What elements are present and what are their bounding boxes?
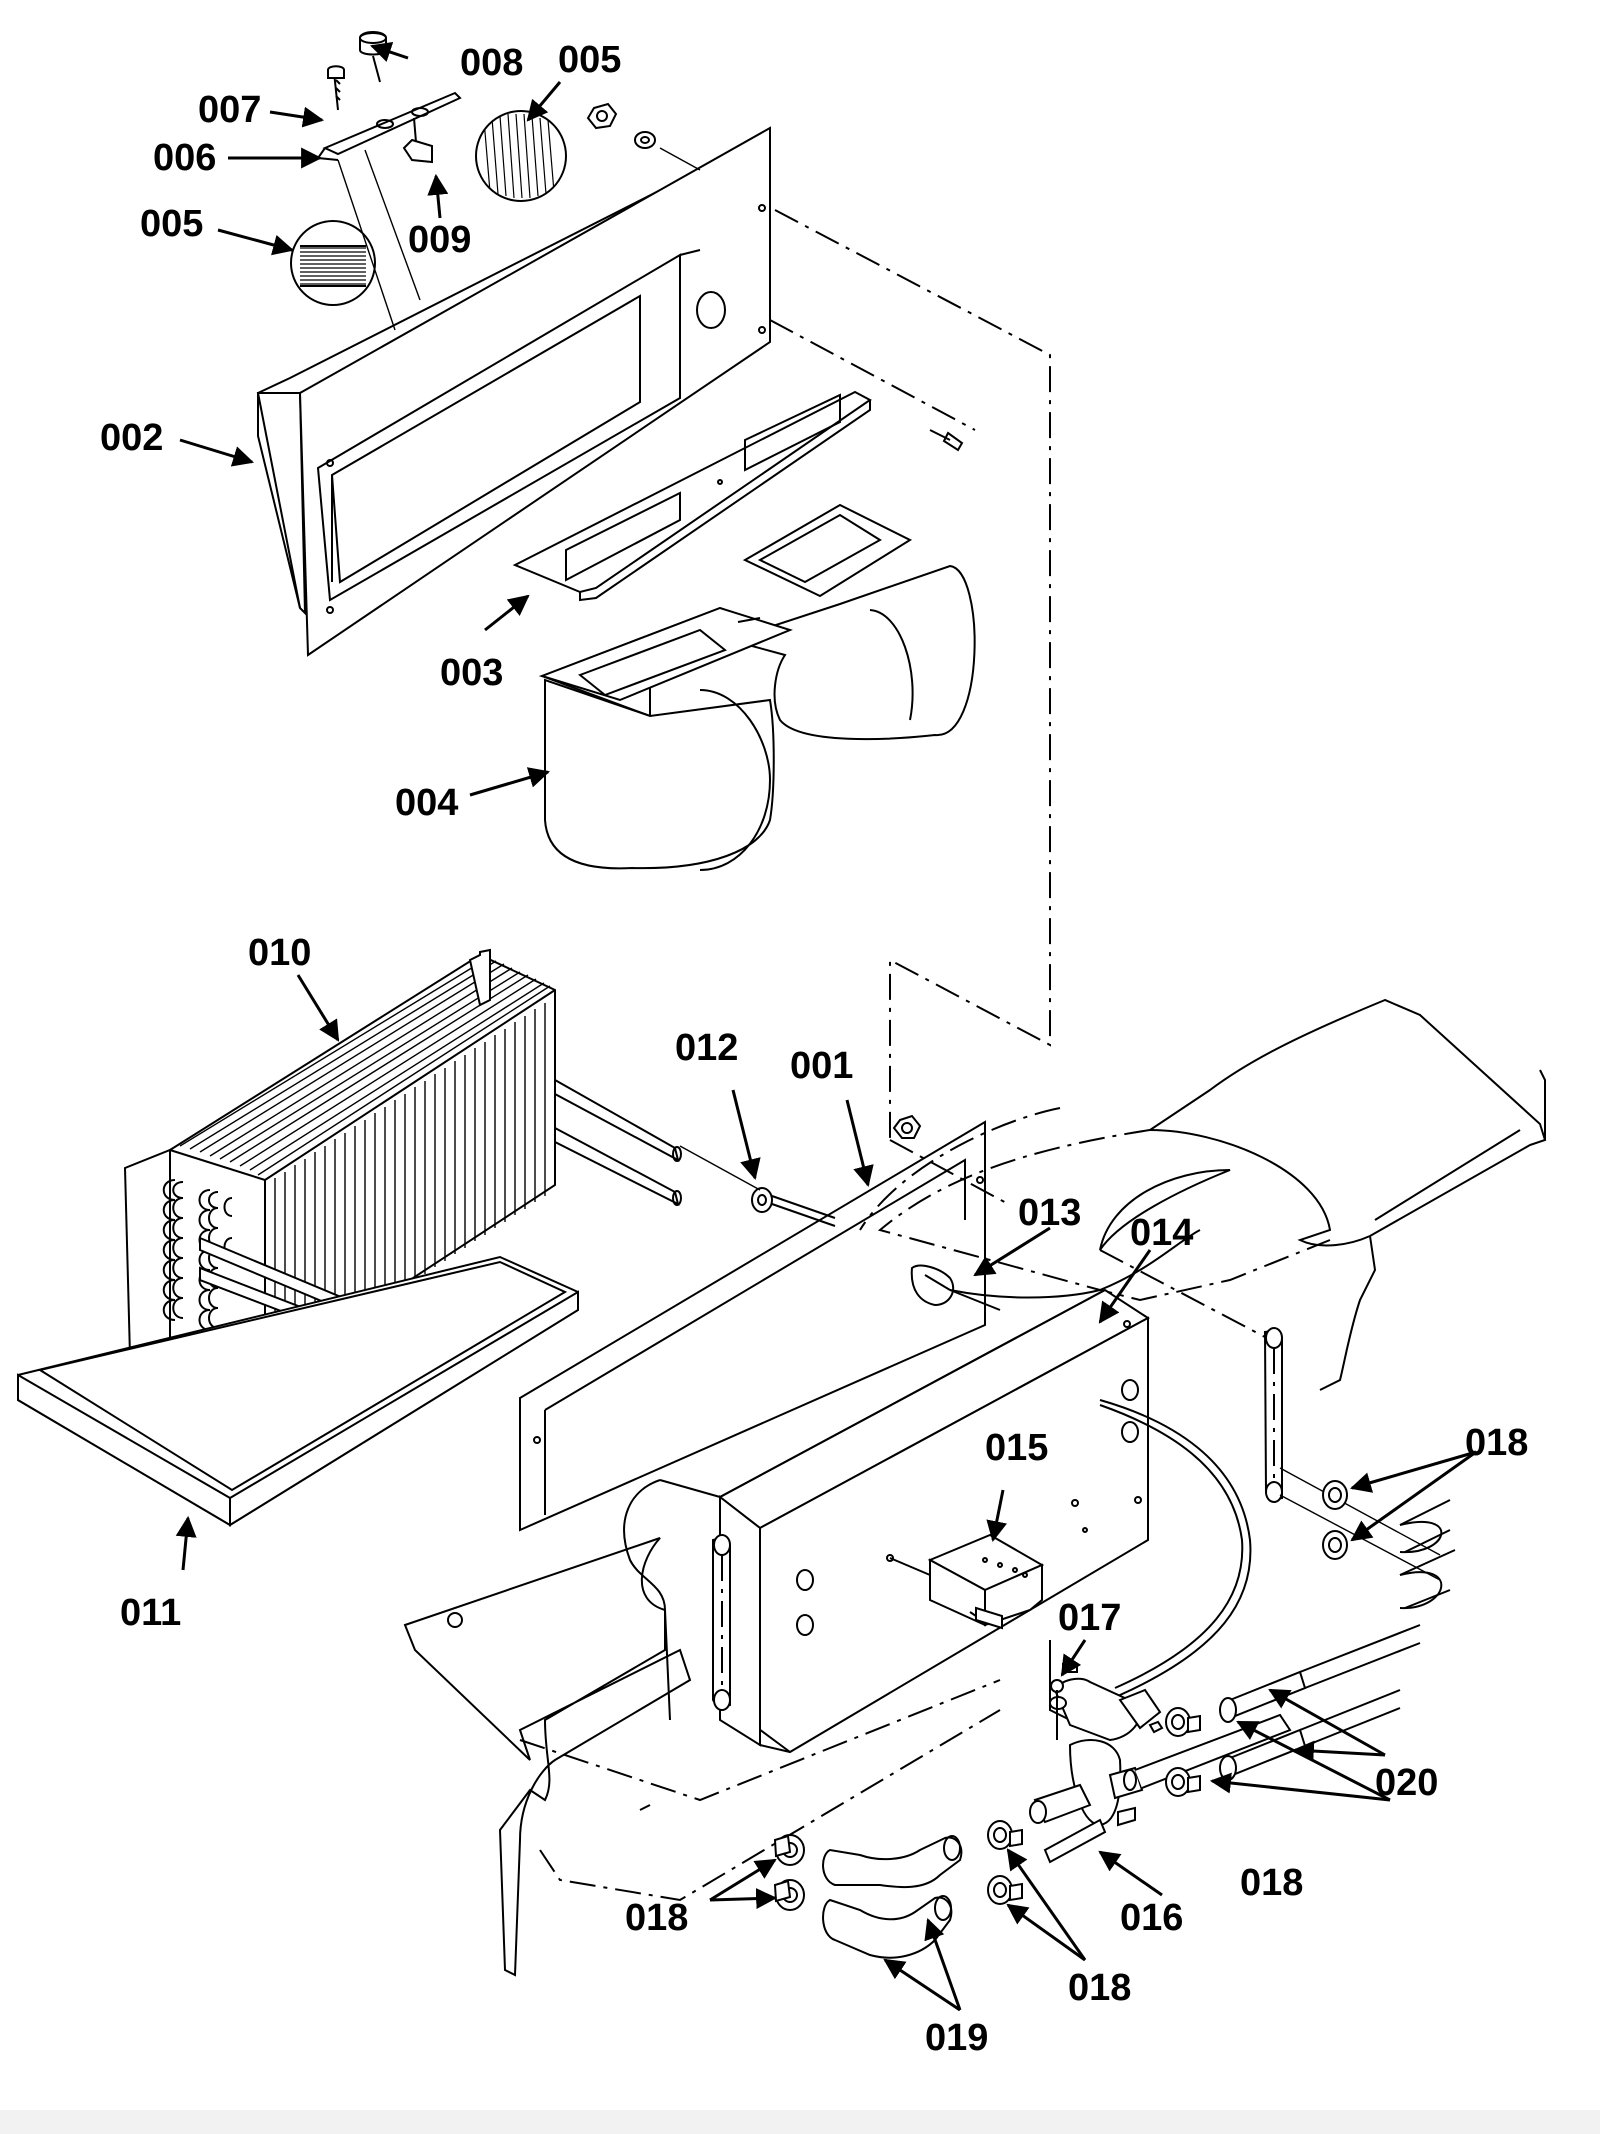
bracket-003 — [512, 390, 964, 602]
label-007: 007 — [198, 89, 261, 131]
clamp-1 — [1165, 1707, 1201, 1737]
label-020: 020 — [1375, 1762, 1438, 1804]
label-017: 017 — [1058, 1597, 1121, 1639]
label-004: 004 — [395, 782, 458, 824]
label-013: 013 — [1018, 1192, 1081, 1234]
bottom-bar — [0, 2110, 1600, 2134]
drain-pan-011 — [17, 1255, 579, 1527]
label-005-right: 005 — [558, 39, 621, 81]
label-018-center: 018 — [1068, 1967, 1131, 2009]
bracket-015 — [886, 1533, 1045, 1630]
label-016: 016 — [1120, 1897, 1183, 1939]
assembly-path-2 — [769, 319, 976, 431]
assembly-path-1 — [774, 209, 1051, 1140]
clamp-4 — [987, 1875, 1023, 1905]
label-006: 006 — [153, 137, 216, 179]
clamp-6 — [773, 1879, 805, 1911]
clamp-3 — [987, 1820, 1023, 1850]
label-008: 008 — [460, 42, 523, 84]
label-014: 014 — [1130, 1212, 1193, 1254]
label-018-right: 018 — [1465, 1422, 1528, 1464]
duct-assembly — [859, 998, 1547, 1610]
clamp-7 — [1322, 1480, 1348, 1510]
coil-return-bends — [162, 1179, 233, 1331]
label-001: 001 — [790, 1045, 853, 1087]
nut-washer-top — [586, 102, 701, 171]
clamp-5 — [773, 1834, 805, 1866]
detail-circle-005-left — [290, 220, 376, 306]
screw-012 — [679, 1145, 836, 1227]
label-012: 012 — [675, 1027, 738, 1069]
label-010: 010 — [248, 932, 311, 974]
label-003: 003 — [440, 652, 503, 694]
tubes-020 — [1219, 1624, 1421, 1781]
detail-circle-005-right — [475, 110, 567, 202]
clamp-2 — [1165, 1767, 1201, 1797]
label-002: 002 — [100, 417, 163, 459]
front-panel-001 — [519, 1114, 986, 1532]
label-011: 011 — [120, 1592, 181, 1634]
blower-wheels-004 — [538, 503, 976, 871]
label-018-right-lower: 018 — [1240, 1862, 1303, 1904]
hoses-019 — [822, 1835, 963, 1959]
clamp-8 — [1322, 1530, 1348, 1560]
blower-housing-002 — [256, 126, 771, 657]
heater-coil-010 — [123, 948, 682, 1377]
duct-panel-lower — [403, 1537, 1001, 1977]
sensor-013 — [910, 1229, 1252, 1721]
leader-arrows — [175, 42, 1477, 2012]
label-015: 015 — [985, 1427, 1048, 1469]
label-005-left: 005 — [140, 203, 203, 245]
label-019: 019 — [925, 2017, 988, 2059]
label-009: 009 — [408, 219, 471, 261]
label-018-left: 018 — [625, 1897, 688, 1939]
header-box-014 — [623, 1288, 1150, 1811]
